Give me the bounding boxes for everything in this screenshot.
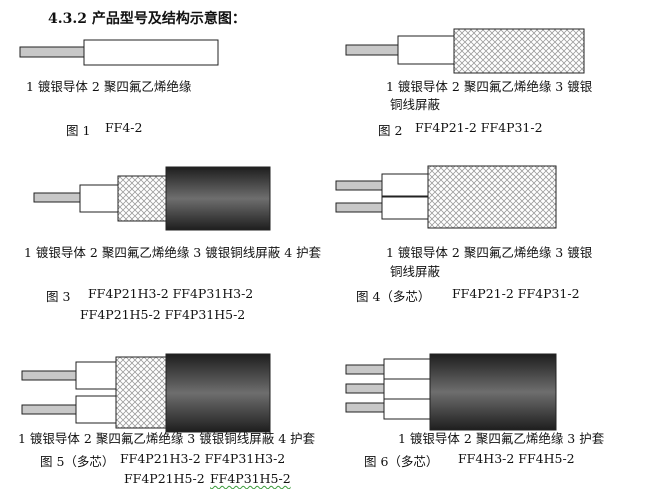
fig3-label: 图 3 [46, 289, 71, 304]
fig3-models-line2: FF4P21H5-2 FF4P31H5-2 [80, 307, 246, 322]
fig3-jacket [165, 166, 271, 231]
fig6-conductor-2 [345, 383, 385, 394]
fig6-jacket [429, 353, 557, 431]
fig5-models-line1: FF4P21H3-2 FF4P31H3-2 [120, 451, 286, 466]
fig3-shield [117, 175, 167, 222]
fig1-models: FF4-2 [105, 120, 143, 135]
fig2-caption-line1: 1 镀银导体 2 聚四氟乙烯绝缘 3 镀银 [386, 79, 593, 94]
fig6-models: FF4H3-2 FF4H5-2 [458, 451, 575, 466]
fig5-caption: 1 镀银导体 2 聚四氟乙烯绝缘 3 镀银铜线屏蔽 4 护套 [18, 431, 316, 446]
fig2-models: FF4P21-2 FF4P31-2 [415, 120, 543, 135]
fig5-shield [115, 356, 167, 429]
fig5-models-line2b: FF4P31H5-2 [210, 471, 291, 486]
fig2-caption-line2: 铜线屏蔽 [390, 97, 441, 112]
fig4-shield [427, 165, 557, 229]
fig3-caption: 1 镀银导体 2 聚四氟乙烯绝缘 3 镀银铜线屏蔽 4 护套 [24, 245, 322, 260]
fig6-conductor-3 [345, 402, 385, 413]
fig3-models-line1: FF4P21H3-2 FF4P31H3-2 [88, 286, 254, 301]
fig5-label: 图 5（多芯） [40, 454, 115, 469]
fig6-insulation-2 [383, 378, 431, 400]
fig1-label: 图 1 [66, 123, 91, 138]
fig5-models-line2a: FF4P21H5-2 [124, 471, 205, 486]
section-title: 4.3.2 产品型号及结构示意图： [48, 11, 246, 27]
fig6-label: 图 6（多芯） [364, 454, 439, 469]
fig4-caption-line1: 1 镀银导体 2 聚四氟乙烯绝缘 3 镀银 [386, 245, 593, 260]
fig6-conductor-1 [345, 364, 385, 375]
fig6-insulation-1 [383, 358, 431, 380]
fig1-insulation [83, 39, 219, 66]
fig6-insulation-3 [383, 398, 431, 420]
fig2-label: 图 2 [378, 123, 403, 138]
fig4-models: FF4P21-2 FF4P31-2 [452, 286, 580, 301]
fig5-insulation-1 [75, 361, 117, 390]
fig4-label: 图 4（多芯） [356, 289, 431, 304]
fig2-shield [453, 28, 585, 74]
fig5-insulation-2 [75, 395, 117, 424]
fig4-caption-line2: 铜线屏蔽 [390, 264, 441, 279]
fig2-insulation [397, 35, 455, 65]
fig1-caption: 1 镀银导体 2 聚四氟乙烯绝缘 [26, 79, 192, 94]
fig5-jacket [165, 353, 271, 433]
fig6-caption: 1 镀银导体 2 聚四氟乙烯绝缘 3 护套 [398, 431, 605, 446]
